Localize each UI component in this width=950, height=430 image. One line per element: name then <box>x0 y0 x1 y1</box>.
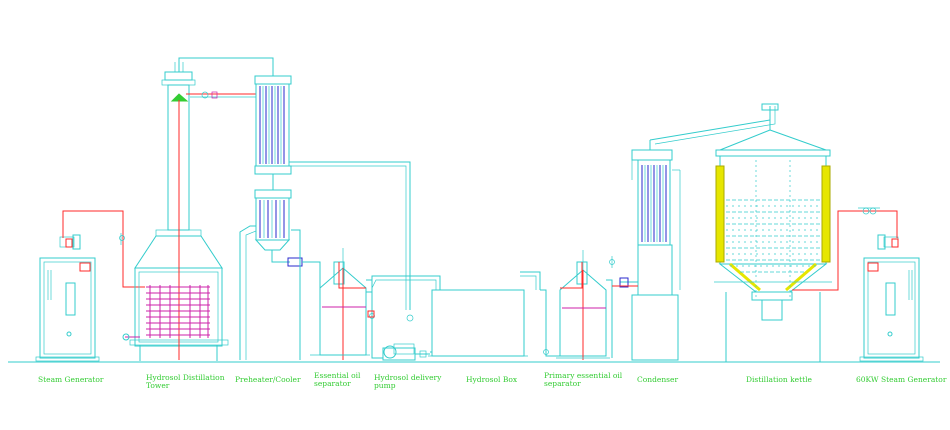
pipe-to-hydrosol-box <box>366 275 441 293</box>
herb-packing <box>726 199 820 273</box>
steam-line-left <box>62 210 145 288</box>
condenser <box>612 140 681 361</box>
label-hydrosol-box: Hydrosol Box <box>466 375 518 384</box>
heating-coil <box>122 285 210 341</box>
hydrosol-box <box>428 271 541 357</box>
distillation-kettle <box>714 103 832 362</box>
label-steam-generator: Steam Generator <box>38 375 104 384</box>
hydrosol-delivery-pump <box>371 314 432 361</box>
preheater-cooler <box>239 68 411 360</box>
label-primary-separator-line1: Primary essential oil <box>544 371 623 380</box>
label-eo-separator-line2: separator <box>314 379 351 388</box>
label-eo-separator-line1: Essential oil <box>314 371 361 380</box>
label-preheater: Preheater/Cooler <box>235 375 301 384</box>
label-condenser: Condenser <box>637 375 678 384</box>
vapor-line-tower <box>178 57 274 68</box>
steam-line-right <box>792 210 898 291</box>
label-primary-separator-line2: separator <box>544 379 581 388</box>
steam-generator-right <box>859 234 924 362</box>
label-hydrosol-tower-line1: Hydrosol Distillation <box>146 373 225 382</box>
steam-generator-left <box>35 234 100 362</box>
label-pump-line2: pump <box>374 381 396 390</box>
primary-essential-oil-separator <box>540 250 615 360</box>
label-hydrosol-tower-line2: Tower <box>146 381 170 390</box>
hydrosol-distillation-tower <box>129 60 229 361</box>
label-distillation-kettle: Distillation kettle <box>746 375 812 384</box>
label-60kw-steam-generator: 60KW Steam Generator <box>856 375 947 384</box>
label-pump-line1: Hydrosol delivery <box>374 373 442 382</box>
essential-oil-separator-1 <box>302 248 375 360</box>
